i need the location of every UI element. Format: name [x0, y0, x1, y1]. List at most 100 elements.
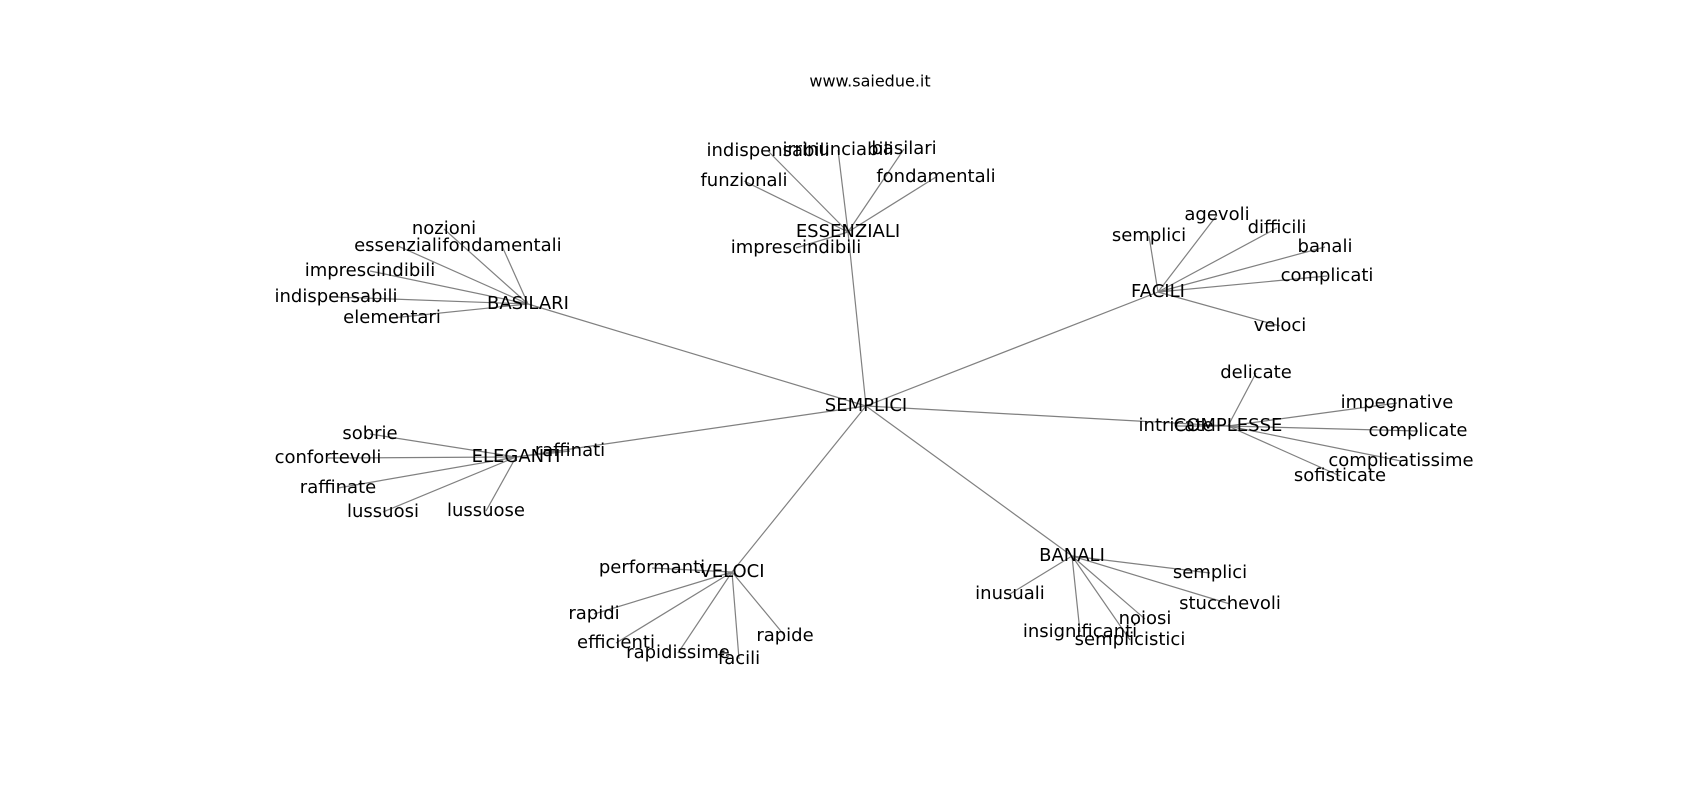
site-title: www.saiedue.it [809, 72, 930, 91]
edge-facili-4 [1157, 275, 1328, 293]
edge-essenziali-3 [847, 176, 937, 233]
edge-basilari-0 [443, 228, 529, 305]
word-node-label: impegnative [1341, 392, 1454, 413]
edge-root-facili [865, 291, 1159, 407]
word-node-label: lussuosi [347, 501, 419, 522]
edge-basilari-3 [369, 270, 529, 305]
word-node-label: delicate [1220, 362, 1292, 383]
group-node-label: ELEGANTI [472, 446, 561, 467]
word-node-label: stucchevoli [1179, 593, 1281, 614]
edge-veloci-2 [615, 571, 733, 644]
word-node-label: irrinunciabili [782, 139, 893, 160]
word-node-label: complicate [1369, 420, 1468, 441]
word-node-label: indispensabili [275, 286, 398, 307]
word-node-label: noiosi [1119, 608, 1172, 629]
edge-complesse-2 [1227, 425, 1419, 432]
edge-complesse-3 [1227, 425, 1402, 462]
word-node-label: complicati [1281, 265, 1374, 286]
edge-facili-0 [1148, 235, 1159, 293]
word-node-label: performanti [599, 557, 705, 578]
edge-root-complesse [865, 405, 1229, 427]
edge-complesse-4 [1227, 425, 1341, 477]
edge-banali-4 [1071, 555, 1146, 620]
word-node-label: rapidissime [626, 642, 730, 663]
word-node-label: fondamentali [876, 166, 995, 187]
edge-root-eleganti [515, 405, 867, 458]
word-node-label: nozioni [412, 218, 476, 239]
group-node-label: VELOCI [699, 561, 764, 582]
edge-eleganti-0 [369, 433, 517, 458]
edge-root-basilari [527, 303, 867, 407]
word-node-label: inusuali [975, 583, 1045, 604]
edge-basilari-5 [391, 303, 529, 319]
word-node-label: sobrie [342, 423, 397, 444]
root-node-label: SEMPLICI [825, 395, 907, 416]
edge-eleganti-2 [337, 456, 517, 489]
edges [327, 148, 1419, 660]
word-node-label: indispensabili [707, 140, 830, 161]
edge-eleganti-5 [515, 450, 571, 458]
edge-basilari-1 [397, 245, 529, 305]
group-node-label: ESSENZIALI [796, 221, 900, 242]
edge-root-banali [865, 405, 1073, 557]
word-node-label: sofisticate [1294, 465, 1386, 486]
edge-banali-2 [1071, 555, 1081, 633]
edge-eleganti-1 [327, 456, 517, 459]
edge-basilari-4 [335, 296, 529, 305]
edge-veloci-4 [731, 571, 740, 660]
word-node-label: raffinate [300, 477, 376, 498]
group-node-label: BASILARI [487, 293, 569, 314]
edge-complesse-0 [1227, 372, 1257, 427]
edge-essenziali-0 [767, 150, 849, 233]
word-node-label: veloci [1254, 315, 1307, 336]
group-node-label: BANALI [1039, 545, 1105, 566]
edge-facili-1 [1157, 214, 1218, 293]
word-node-label: funzionali [700, 170, 787, 191]
word-node-label: fondamentali [442, 235, 561, 256]
word-node-label: rapide [756, 625, 813, 646]
word-node-label: efficienti [577, 632, 655, 653]
edge-veloci-1 [593, 571, 733, 615]
edge-banali-1 [1009, 555, 1073, 595]
word-node-label: insignificanti [1023, 621, 1137, 642]
edge-essenziali-2 [847, 148, 905, 233]
word-node-label: agevoli [1184, 204, 1249, 225]
word-node-label: intricate [1139, 415, 1214, 436]
edge-essenziali-5 [795, 231, 849, 249]
edge-facili-5 [1157, 291, 1281, 327]
word-node-label: banali [1298, 236, 1353, 257]
edge-facili-3 [1157, 246, 1326, 293]
word-node-label: confortevoli [275, 447, 382, 468]
word-node-label: rapidi [568, 603, 619, 624]
edge-essenziali-4 [743, 180, 849, 233]
word-node-label: difficili [1248, 217, 1307, 238]
edge-veloci-3 [677, 571, 733, 654]
edge-eleganti-4 [485, 456, 517, 512]
edge-banali-3 [1071, 555, 1131, 641]
group-node-label: COMPLESSE [1174, 415, 1283, 436]
word-node-label: essenziali [354, 235, 442, 256]
edge-root-essenziali [847, 231, 867, 407]
edge-eleganti-3 [382, 456, 517, 513]
word-node-label: basilari [871, 138, 936, 159]
word-node-label: imprescindibili [731, 237, 862, 258]
word-node-label: semplici [1112, 225, 1186, 246]
word-node-label: elementari [343, 307, 441, 328]
edge-banali-5 [1071, 555, 1231, 605]
edge-root-veloci [731, 405, 867, 573]
edge-complesse-1 [1227, 402, 1398, 427]
edge-veloci-5 [731, 571, 786, 637]
labels: SEMPLICIESSENZIALIindispensabiliirrinunc… [275, 138, 1474, 669]
word-node-label: facili [718, 648, 760, 669]
word-node-label: lussuose [447, 500, 525, 521]
edge-essenziali-1 [837, 149, 849, 233]
word-node-label: semplici [1173, 562, 1247, 583]
word-node-label: imprescindibili [305, 260, 436, 281]
word-node-label: raffinati [535, 440, 605, 461]
word-node-label: complicatissime [1328, 450, 1473, 471]
group-node-label: FACILI [1131, 281, 1185, 302]
edge-banali-0 [1071, 555, 1211, 574]
edge-basilari-2 [501, 245, 529, 305]
word-node-label: semplicistici [1075, 629, 1186, 650]
